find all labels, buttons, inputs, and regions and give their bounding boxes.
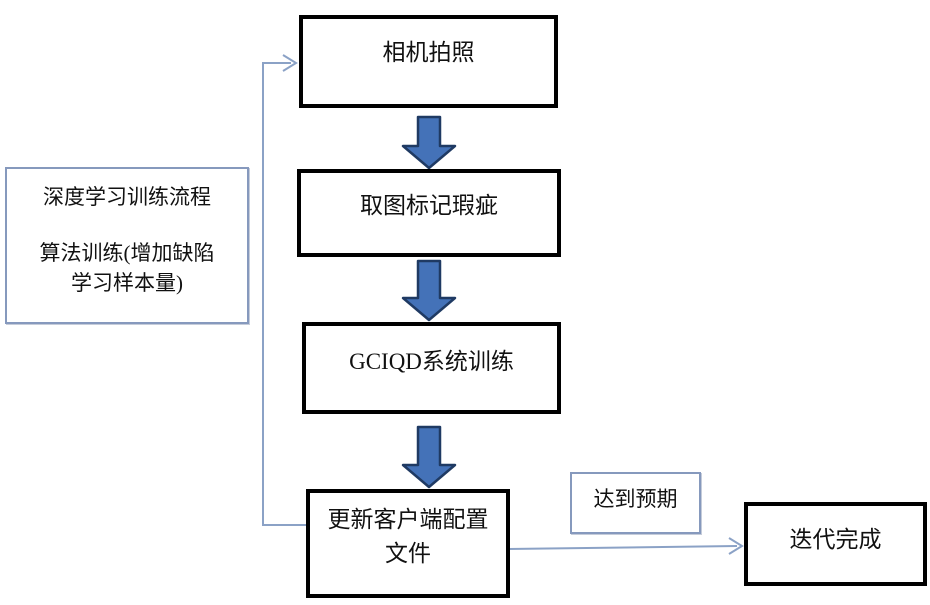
node-mark-defects: 取图标记瑕疵 (297, 169, 561, 257)
note-box-training-process: 深度学习训练流程 算法训练(增加缺陷 学习样本量) (5, 167, 249, 324)
label-expectation-met-text: 达到预期 (593, 487, 678, 511)
node-iteration-complete-label: 迭代完成 (789, 527, 882, 552)
done-connector (507, 545, 738, 550)
note-gap (7, 212, 247, 238)
node-update-client-config: 更新客户端配置 文件 (306, 489, 510, 598)
note-line-1: 深度学习训练流程 (43, 185, 211, 209)
node-camera-capture-label: 相机拍照 (382, 40, 475, 65)
down-arrow-2-icon (401, 259, 457, 322)
node-update-client-config-line1: 更新客户端配置 (327, 507, 489, 532)
down-arrow-1-icon (401, 115, 457, 170)
node-update-client-config-line2: 文件 (385, 541, 431, 566)
node-mark-defects-label: 取图标记瑕疵 (360, 193, 498, 218)
node-iteration-complete: 迭代完成 (744, 502, 927, 586)
feedback-connector (262, 62, 307, 526)
note-line-3: 学习样本量) (71, 271, 183, 295)
down-arrow-3-icon (401, 425, 457, 489)
node-system-training-label: GCIQD系统训练 (349, 349, 514, 374)
node-camera-capture: 相机拍照 (299, 15, 558, 108)
label-expectation-met: 达到预期 (570, 472, 701, 534)
done-arrowhead-icon (728, 537, 744, 555)
feedback-arrowhead-icon (282, 54, 298, 72)
node-system-training: GCIQD系统训练 (302, 322, 561, 414)
note-line-2: 算法训练(增加缺陷 (39, 241, 215, 265)
